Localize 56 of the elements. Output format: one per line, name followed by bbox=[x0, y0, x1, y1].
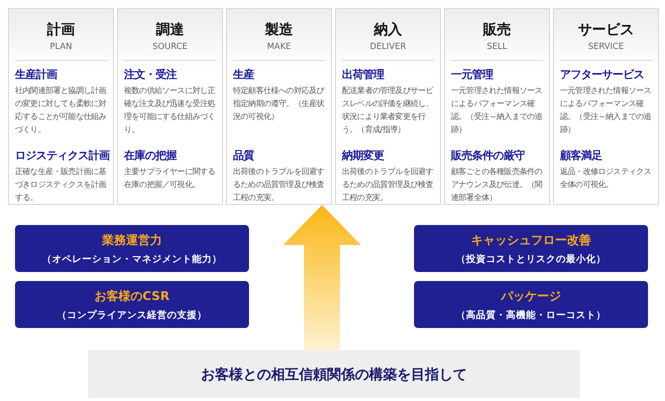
section-text: 顧客ごとの各種販売条件のアナウンス及び伝達。（関連部署全体） bbox=[451, 165, 543, 204]
column-heading: 調達 bbox=[155, 21, 185, 39]
block-arrow bbox=[283, 205, 361, 350]
section-title: アフターサービス bbox=[560, 67, 645, 82]
column-card bbox=[8, 8, 114, 205]
section-text: 正確な生産・販売計画に基づきロジスティクスを計画する。 bbox=[15, 165, 107, 204]
section-title: 生産計画 bbox=[15, 67, 58, 82]
section-title: 出荷管理 bbox=[342, 67, 386, 82]
column-card bbox=[444, 8, 550, 205]
column-subheading: PLAN bbox=[15, 42, 107, 61]
box-title: キャッシュフロー改善 bbox=[470, 232, 592, 249]
section-text: 特定顧客仕様への対応及び指定納期の遵守。（生産状況の可視化） bbox=[233, 84, 325, 123]
column-card bbox=[117, 8, 223, 205]
section-title: 在庫の把握 bbox=[124, 148, 178, 163]
section-title: 生産 bbox=[233, 67, 256, 82]
column-heading: 計画 bbox=[46, 21, 76, 39]
column-subheading: SOURCE bbox=[124, 42, 216, 61]
column-heading: サービス bbox=[577, 21, 635, 39]
feature-box bbox=[414, 281, 648, 328]
section-title: 注文・受注 bbox=[124, 67, 178, 82]
column-subheading: SERVICE bbox=[560, 42, 652, 61]
box-subtitle: （コンプライアンス経営の支援） bbox=[56, 309, 208, 322]
goal-banner bbox=[88, 350, 580, 398]
box-subtitle: （高品質・高機能・ローコスト） bbox=[455, 309, 607, 322]
box-title: パッケージ bbox=[500, 288, 562, 305]
box-subtitle: （オペレーション・マネジメント能力） bbox=[41, 253, 223, 266]
banner-text: お客様との相互信頼関係の構築を目指して bbox=[200, 366, 468, 384]
box-subtitle: （投資コストとリスクの最小化） bbox=[455, 253, 607, 266]
section-title: 品質 bbox=[233, 148, 256, 163]
column-heading: 納入 bbox=[372, 21, 403, 39]
section-text: 返品・改修ロジスティクス全体の可視化。 bbox=[560, 165, 652, 191]
section-text: 一元管理された情報ソースによるパフォーマンス確認。（受注～納入までの追跡） bbox=[451, 84, 543, 136]
section-title: 販売条件の厳守 bbox=[451, 148, 526, 163]
column-heading: 製造 bbox=[264, 21, 294, 39]
section-text: 社内関連部署と協調し計画の変更に対しても柔軟に対応することが可能な仕組みづくり。 bbox=[15, 84, 107, 136]
column-card bbox=[226, 8, 332, 205]
column-heading: 販売 bbox=[482, 21, 512, 39]
section-title: 納期変更 bbox=[342, 148, 386, 163]
section-title: 一元管理 bbox=[451, 67, 494, 82]
section-text: 複数の供給ソースに対し正確な注文及び迅速な受注処理を可能にする仕組みづくり。 bbox=[124, 84, 216, 136]
feature-box bbox=[15, 225, 249, 272]
column-subheading: DELIVER bbox=[342, 42, 434, 61]
section-text: 出荷後のトラブルを回避するための品質管理及び検査工程の充実。 bbox=[342, 165, 434, 204]
box-title: お客様のCSR bbox=[94, 288, 170, 305]
section-text: 一元管理された情報ソースによるパフォーマンス確認。（受注～納入までの追跡） bbox=[560, 84, 652, 136]
section-title: 顧客満足 bbox=[560, 148, 603, 163]
feature-box bbox=[414, 225, 648, 272]
section-text: 出荷後のトラブルを回避するための品質管理及び検査工程の充実。 bbox=[233, 165, 325, 204]
section-text: 配送業者の管理及びサービスレベルの評価を継続し、状況により業者変更を行う。（育成/指導） bbox=[342, 84, 434, 136]
column-card bbox=[335, 8, 441, 205]
box-title: 業務運営力 bbox=[101, 232, 163, 249]
column-subheading: MAKE bbox=[233, 42, 325, 61]
section-text: 主要サプライヤーに関する在庫の把握／可視化。 bbox=[124, 165, 216, 191]
column-subheading: SELL bbox=[451, 42, 543, 61]
column-card bbox=[553, 8, 659, 205]
feature-box bbox=[15, 281, 249, 328]
